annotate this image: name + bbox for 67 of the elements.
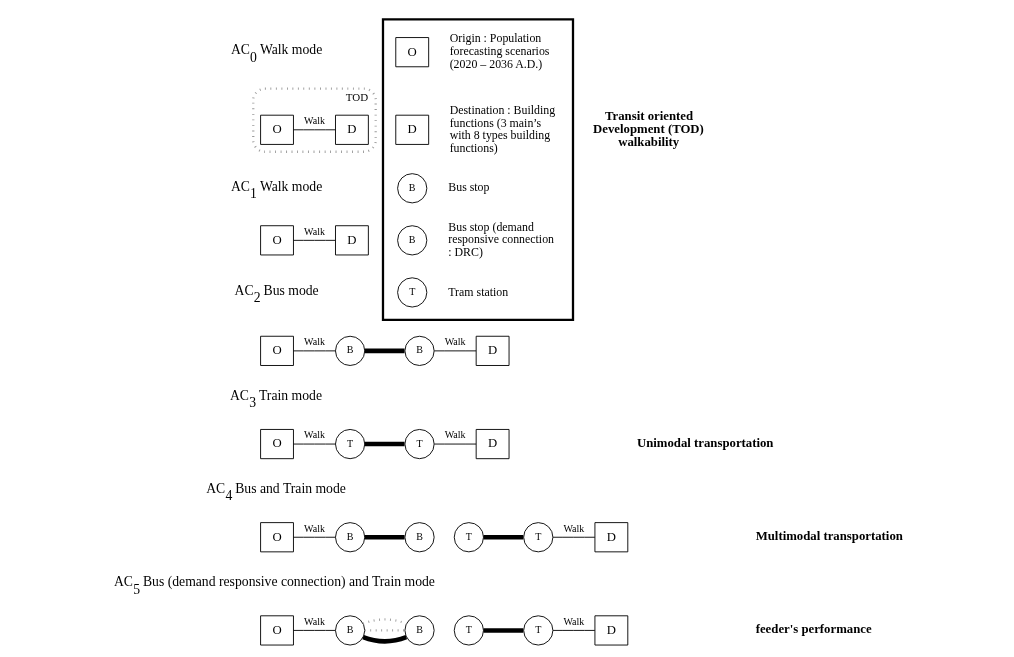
node-circle: B <box>397 225 428 256</box>
connector <box>433 350 477 352</box>
connector <box>364 441 405 447</box>
node-label: Tram station <box>448 284 509 299</box>
edge-label: Walk <box>444 336 466 348</box>
cluster <box>381 18 575 321</box>
node-circle: B <box>335 615 366 646</box>
edge-label: Walk <box>304 115 325 127</box>
connector <box>364 629 405 632</box>
label: feeder's performance <box>755 621 872 636</box>
node-circle: B <box>404 615 435 646</box>
node-label: Origin : Population forecasting scenarios (2020 – 2036 A.D.) <box>449 31 550 72</box>
node-circle: B <box>404 522 435 553</box>
node-box: D <box>335 225 369 256</box>
connector <box>362 634 408 644</box>
node-box: D <box>594 615 629 646</box>
node-box: D <box>475 429 510 460</box>
connector <box>483 628 524 633</box>
node-box: O <box>260 225 294 256</box>
node-box: O <box>395 37 430 68</box>
node-box: O <box>260 335 294 366</box>
node-label: Bus stop (demand responsive connection : DRC) <box>448 219 555 260</box>
node-circle: T <box>404 429 435 460</box>
label: Transit oriented Development (TOD) walkability <box>593 108 704 149</box>
node-circle: T <box>523 615 554 646</box>
node-label: Bus stop <box>448 180 490 195</box>
connector <box>293 129 336 131</box>
connector <box>293 629 336 631</box>
connector <box>362 618 407 625</box>
connector <box>433 443 477 445</box>
node-circle: B <box>404 335 435 366</box>
node-box: O <box>260 114 294 145</box>
node-circle: B <box>335 522 366 553</box>
node-box: O <box>260 522 294 553</box>
node-box: D <box>594 522 629 553</box>
connector <box>552 536 596 538</box>
node-circle: B <box>335 335 366 366</box>
edge-label: Walk <box>304 336 325 348</box>
edge-label: Walk <box>304 522 325 534</box>
node-circle: T <box>523 522 554 553</box>
edge-label: Walk <box>304 225 325 237</box>
connector <box>483 534 524 540</box>
edge-label: Walk <box>304 615 325 627</box>
label: Multimodal transportation <box>755 528 903 543</box>
connector <box>293 536 336 538</box>
node-circle: T <box>335 429 366 460</box>
edge-label: Walk <box>563 522 585 534</box>
node-circle: T <box>397 277 428 308</box>
connector <box>293 443 336 445</box>
edge-label: Walk <box>563 615 585 627</box>
node-box: D <box>335 114 369 145</box>
node-label: Destination : Building functions (3 main’s with 8 types building functions) <box>449 102 556 156</box>
node-circle: T <box>453 522 484 553</box>
connector <box>293 239 336 241</box>
connector <box>364 348 405 354</box>
node-circle: T <box>453 615 484 646</box>
connector <box>293 350 336 352</box>
edge-label: Walk <box>304 429 325 441</box>
node-box: O <box>260 429 294 460</box>
connector <box>552 629 596 631</box>
edge-label: Walk <box>444 429 466 441</box>
label: Unimodal transportation <box>636 435 774 450</box>
node-box: D <box>475 335 510 366</box>
node-circle: B <box>397 173 428 204</box>
node-box: D <box>395 114 430 145</box>
node-box: O <box>260 615 294 646</box>
connector <box>364 534 405 540</box>
